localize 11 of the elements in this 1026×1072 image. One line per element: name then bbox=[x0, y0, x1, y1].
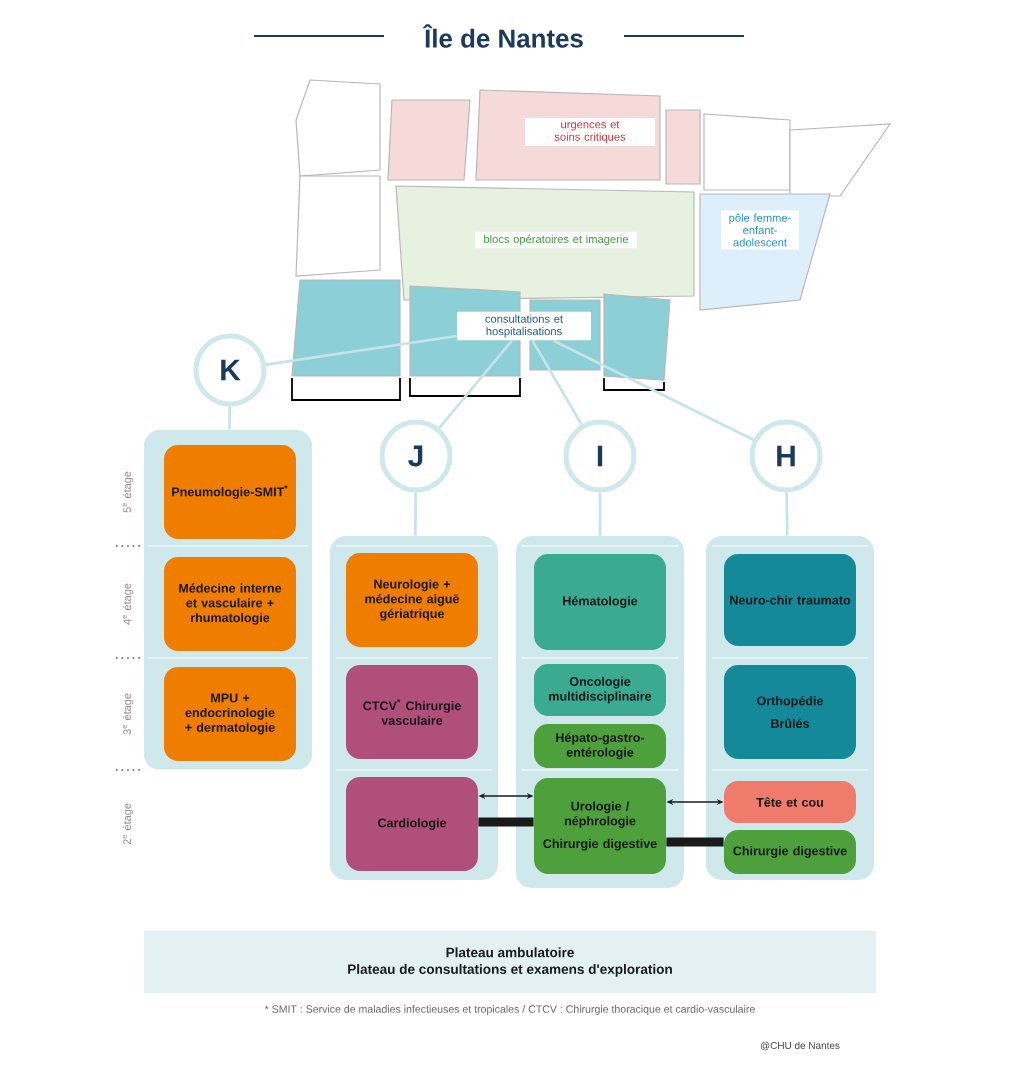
connector bbox=[414, 492, 417, 536]
connector bbox=[785, 492, 789, 536]
connector bbox=[438, 339, 513, 429]
connector bbox=[666, 837, 724, 847]
connector bbox=[478, 817, 534, 827]
title: Île de Nantes bbox=[423, 24, 583, 48]
connector bbox=[598, 492, 602, 536]
connector bbox=[228, 406, 231, 430]
connector bbox=[553, 339, 754, 441]
connector bbox=[265, 334, 457, 366]
connector bbox=[531, 340, 583, 426]
